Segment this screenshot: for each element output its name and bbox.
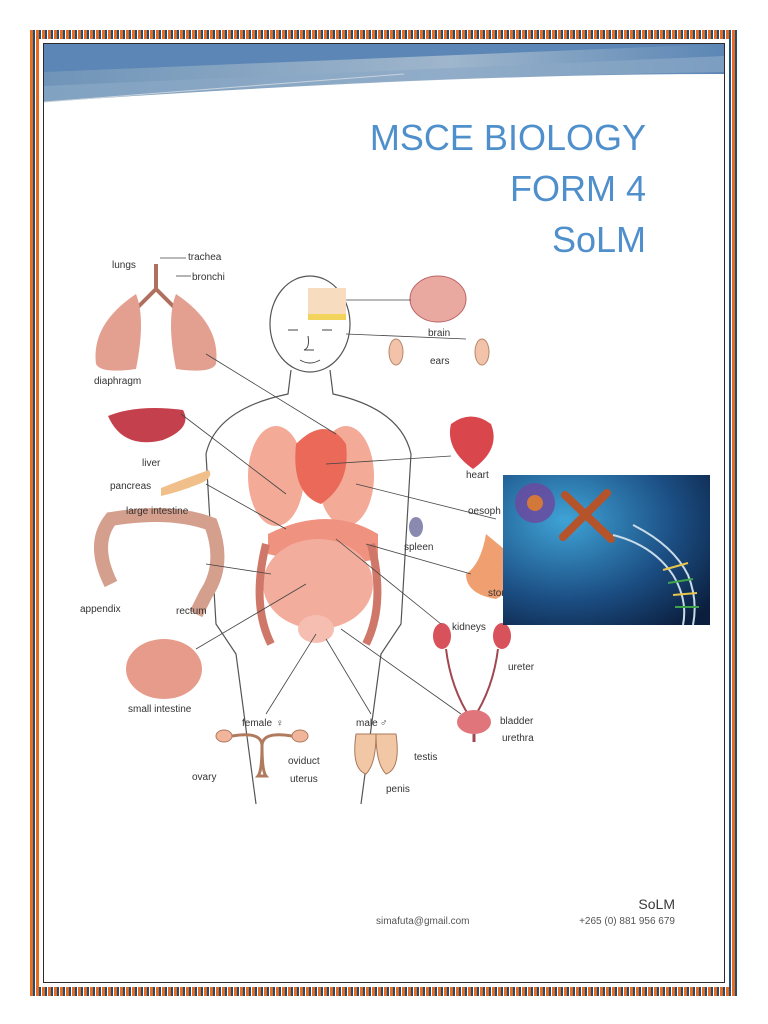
label-stomach: stom [488,588,510,599]
label-bladder: bladder [500,716,534,727]
title-block: MSCE BIOLOGY FORM 4 SoLM [370,112,646,265]
label-oviduct: oviduct [288,756,320,767]
face-features [288,329,332,364]
title-line-subject: MSCE BIOLOGY [369,117,646,158]
label-heart: heart [466,470,489,481]
footer-org: SoLM [638,896,675,912]
label-kidneys: kidneys [452,622,486,633]
label-lungs: lungs [112,260,136,271]
header-banner [44,44,724,103]
dna-helix-illustration [612,524,696,625]
label-appendix: appendix [80,604,121,615]
torso-organs [248,426,382,646]
label-testis: testis [414,752,437,763]
label-diaphragm: diaphragm [94,376,141,387]
spleen-illustration [409,517,423,537]
small-intestine-illustration [126,639,202,699]
female-reproductive-illustration [215,729,309,778]
heart-illustration [449,416,494,469]
chromosome-dna-image [503,475,710,625]
label-liver: liver [142,458,161,469]
label-large-intestine: large intestine [126,506,189,517]
footer-phone: +265 (0) 881 956 679 [579,916,675,927]
label-pancreas: pancreas [110,481,151,492]
label-small-intestine: small intestine [128,704,192,715]
title-line-org: SoLM [551,219,646,260]
liver-illustration [108,408,186,443]
label-oesophagus: oesoph [468,506,501,517]
label-urethra: urethra [502,733,534,744]
label-rectum: rectum [176,606,207,617]
label-spleen: spleen [404,542,433,553]
large-intestine-illustration [94,508,225,618]
male-reproductive-illustration [354,733,398,775]
label-trachea: trachea [188,252,222,263]
lungs-illustration [95,264,217,371]
pancreas-illustration [161,470,211,496]
human-anatomy-diagram: trachea lungs bronchi diaphragm brain ea… [80,252,535,804]
leader-lines [160,257,497,715]
urinary-system-illustration [433,623,511,742]
label-penis: penis [386,784,410,795]
label-ureter: ureter [508,662,535,673]
footer-email: simafuta@gmail.com [376,916,470,927]
label-uterus: uterus [290,774,318,785]
chromosome-illustration [559,489,615,543]
label-male: male [356,718,378,729]
label-ears: ears [430,356,449,367]
label-bronchi: bronchi [192,272,225,283]
title-line-form: FORM 4 [509,168,646,209]
brain-quadrant [308,288,346,320]
label-brain: brain [428,328,450,339]
female-symbol-icon: ♀ [276,718,284,729]
label-ovary: ovary [192,772,216,783]
label-female: female [242,718,272,729]
brain-illustration [409,275,467,323]
male-symbol-icon: ♂ [380,718,388,729]
inner-frame [43,43,725,983]
ears-illustration [388,338,490,366]
